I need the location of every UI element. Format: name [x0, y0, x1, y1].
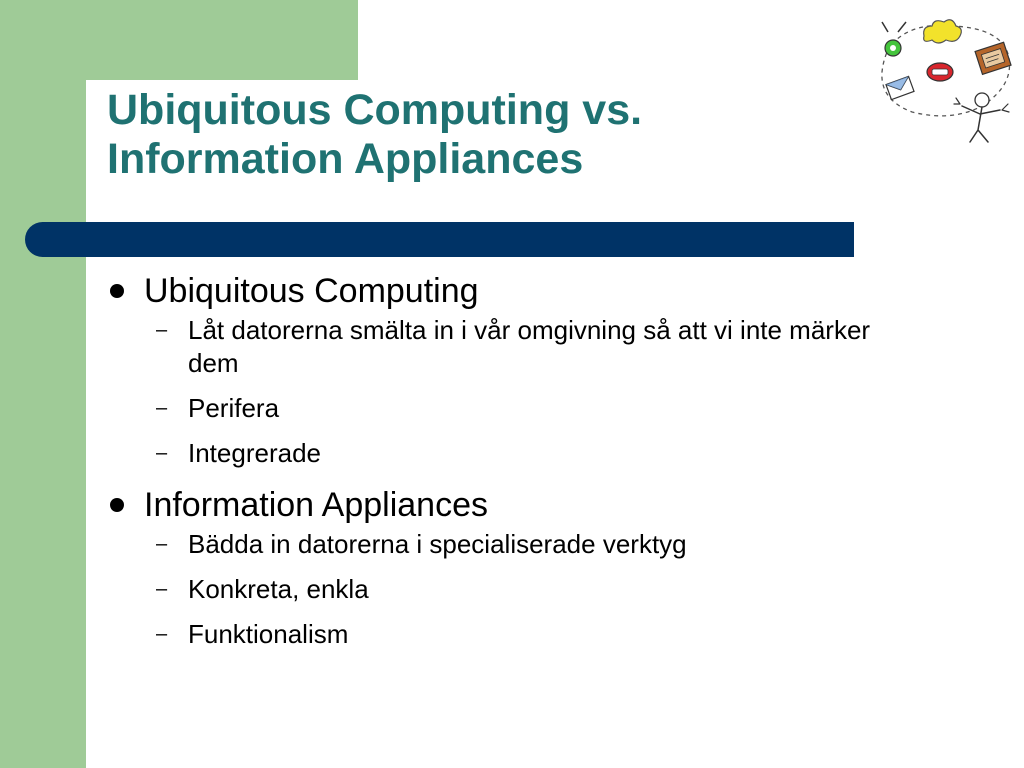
bullet-text: Ubiquitous Computing [144, 272, 479, 310]
bullet-ubiquitous-computing: Ubiquitous Computing [107, 268, 987, 314]
slide-title: Ubiquitous Computing vs. Information App… [107, 86, 867, 184]
dash-icon: – [156, 442, 168, 464]
sub-bullet-text: Funktionalism [188, 619, 349, 649]
sub-bullet-blend-in: – Låt datorerna smälta in i vår omgivnin… [107, 314, 987, 380]
title-underline-bar [25, 222, 854, 257]
dash-icon: – [156, 397, 168, 419]
sub-bullet-text: Perifera [188, 393, 280, 423]
bullet-information-appliances: Information Appliances [107, 482, 987, 528]
slide-title-line-1: Ubiquitous Computing vs. [107, 86, 643, 134]
sub-bullet-konkreta: – Konkreta, enkla [107, 573, 987, 606]
dash-icon: – [156, 533, 168, 555]
sub-bullet-text: Låt datorerna smälta in i vår omgivning … [188, 315, 871, 378]
sub-bullet-text: Konkreta, enkla [188, 574, 369, 604]
dash-icon: – [156, 319, 168, 341]
sub-bullet-perifera: – Perifera [107, 392, 987, 425]
sub-bullet-funktionalism: – Funktionalism [107, 618, 987, 651]
bullet-dot-icon [110, 284, 124, 298]
top-green-block [0, 0, 358, 80]
dash-icon: – [156, 578, 168, 600]
slide-body: Ubiquitous Computing – Låt datorerna smä… [107, 268, 987, 663]
bullet-dot-icon [110, 498, 124, 512]
network-devices-clipart-icon [881, 19, 1012, 143]
left-green-strip [0, 0, 86, 768]
dash-icon: – [156, 623, 168, 645]
sub-bullet-embed: – Bädda in datorerna i specialiserade ve… [107, 528, 987, 561]
bullet-text: Information Appliances [144, 486, 488, 524]
sub-bullet-text: Integrerade [188, 438, 321, 468]
sub-bullet-text: Bädda in datorerna i specialiserade verk… [188, 529, 687, 559]
slide-title-line-2: Information Appliances [107, 135, 584, 184]
sub-bullet-integrerade: – Integrerade [107, 437, 987, 470]
